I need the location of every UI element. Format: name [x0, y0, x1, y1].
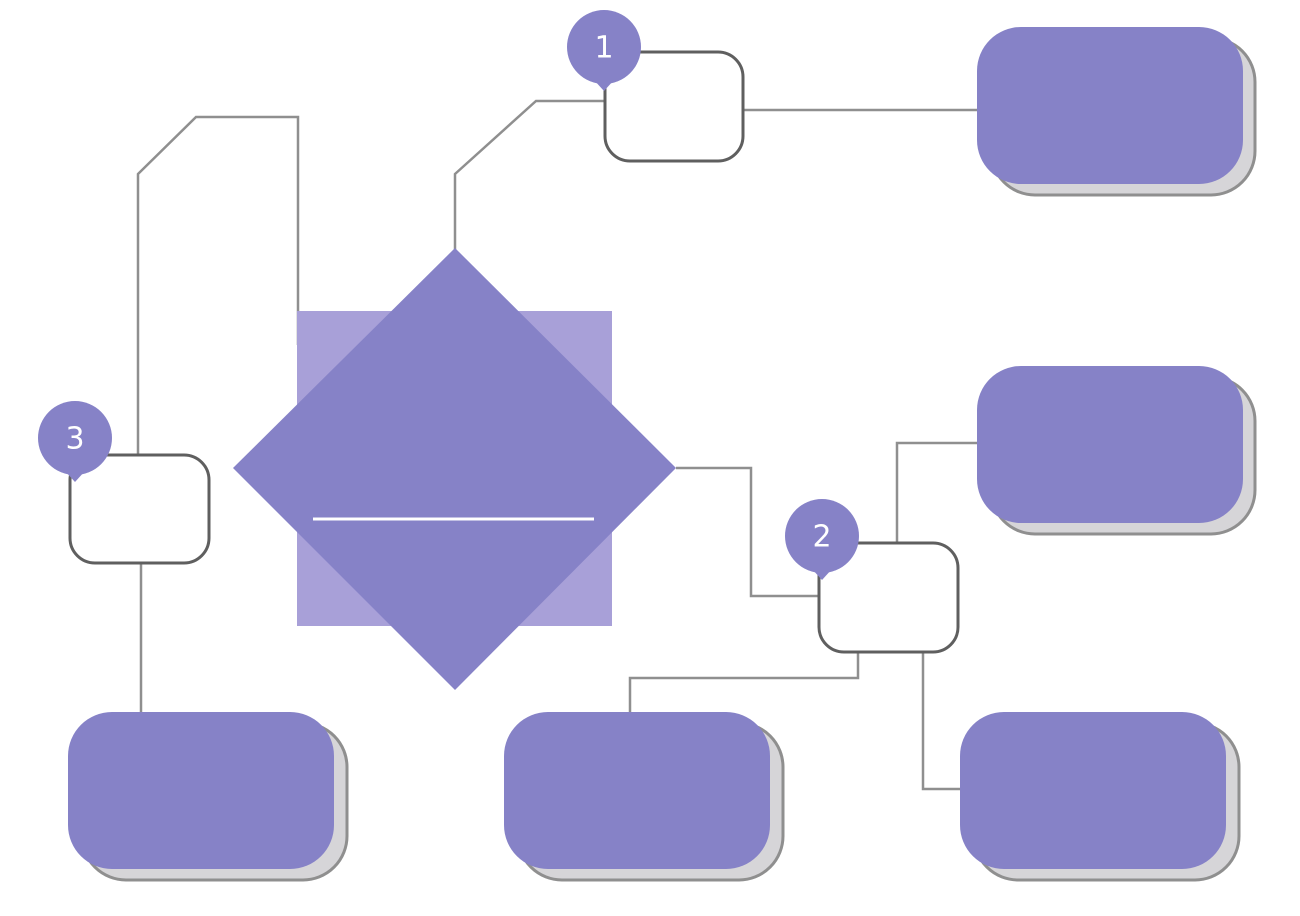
step-node-1[interactable]: [603, 50, 745, 163]
card-body: [977, 366, 1243, 523]
connector-step2-to-card-bottom-right: [921, 652, 962, 791]
marker-circle: [567, 10, 641, 84]
step-number-3: 3: [65, 422, 84, 457]
marker-pointer: [65, 471, 85, 482]
connector-center-to-step2: [676, 466, 819, 598]
step-node-2[interactable]: [817, 541, 960, 654]
card-body: [68, 712, 334, 869]
card-body: [960, 712, 1226, 869]
central-diamond[interactable]: [233, 248, 676, 690]
step-node-3[interactable]: [68, 453, 211, 565]
connector-step3-to-center: [136, 115, 300, 455]
marker-pointer: [594, 80, 614, 91]
step-marker-2: 2: [785, 499, 859, 580]
card-middle-right[interactable]: [977, 366, 1257, 536]
card-top-right[interactable]: [977, 27, 1257, 197]
connector-step2-to-card-middle-right: [895, 441, 978, 545]
card-body: [504, 712, 770, 869]
connector-center-to-step1: [453, 99, 605, 250]
step-marker-3: 3: [38, 401, 112, 482]
card-bottom-center[interactable]: [504, 712, 785, 882]
central-decision: [233, 248, 676, 690]
marker-circle: [38, 401, 112, 475]
card-bottom-left[interactable]: [68, 712, 349, 882]
step-marker-1: 1: [567, 10, 641, 91]
marker-pointer: [812, 569, 832, 580]
card-bottom-right[interactable]: [960, 712, 1241, 882]
connector-step2-to-card-bottom-center: [628, 652, 860, 714]
card-body: [977, 27, 1243, 184]
marker-circle: [785, 499, 859, 573]
connectors: [136, 99, 978, 791]
step-number-1: 1: [594, 31, 613, 66]
step-number-2: 2: [812, 520, 831, 555]
